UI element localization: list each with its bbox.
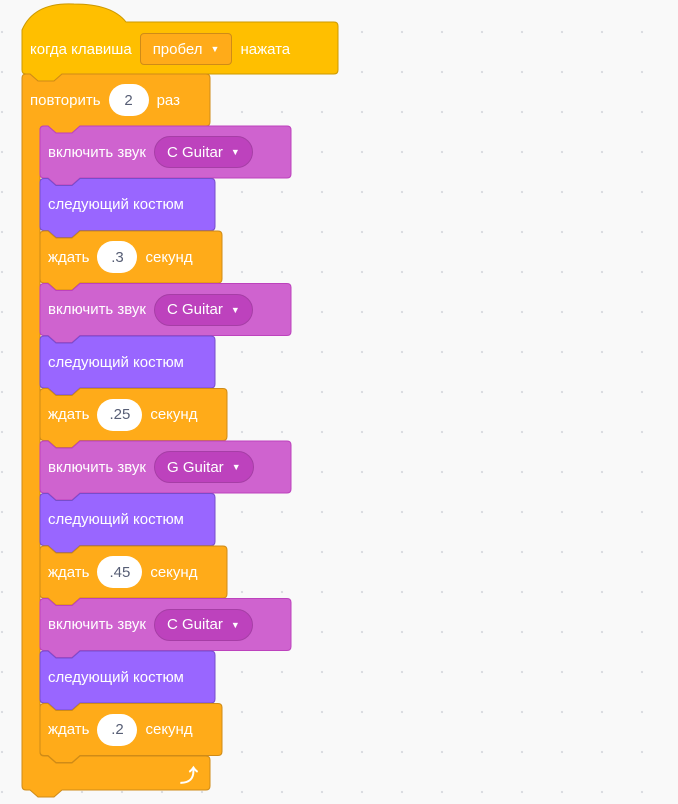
wait-label: ждать	[48, 563, 90, 581]
wait-row[interactable]: ждать .25 секунд	[48, 397, 197, 433]
wait-label: ждать	[48, 721, 90, 738]
repeat-count-input[interactable]: 2	[108, 84, 149, 116]
play-sound-label: включить звук	[48, 301, 146, 318]
loop-arrow-icon: ⤴	[180, 766, 198, 786]
play-sound-row[interactable]: включить звук C Guitar ▼	[48, 134, 261, 170]
wait-label: ждать	[48, 248, 90, 266]
wait-label: ждать	[48, 406, 90, 423]
hat-label: когда клавиша	[30, 40, 132, 58]
next-costume-row[interactable]: следующий костюм	[48, 659, 184, 695]
chevron-down-icon: ▼	[230, 304, 240, 315]
play-sound-label: включить звук	[48, 458, 146, 476]
play-sound-label: включить звук	[48, 616, 146, 633]
play-sound-row[interactable]: включить звук G Guitar ▼	[48, 449, 262, 485]
sound-dropdown-value: G Guitar	[167, 458, 224, 476]
next-costume-row[interactable]: следующий костюм	[48, 344, 184, 380]
repeat-label: повторить	[30, 91, 101, 109]
play-sound-row[interactable]: включить звук C Guitar ▼	[48, 607, 261, 643]
sound-dropdown[interactable]: C Guitar ▼	[154, 608, 253, 641]
wait-seconds-input[interactable]: .3	[97, 241, 138, 273]
next-costume-label: следующий костюм	[48, 668, 184, 686]
wait-seconds-input[interactable]: .45	[97, 556, 143, 588]
repeat-suffix: раз	[156, 91, 180, 109]
next-costume-label: следующий костюм	[48, 353, 184, 371]
key-dropdown[interactable]: пробел ▼	[139, 33, 233, 65]
seconds-label: секунд	[145, 248, 193, 266]
wait-row[interactable]: ждать .45 секунд	[48, 554, 197, 590]
next-costume-block[interactable]	[39, 335, 216, 396]
sound-dropdown[interactable]: G Guitar ▼	[154, 451, 254, 483]
hat-suffix: нажата	[240, 40, 291, 58]
chevron-down-icon: ▼	[210, 44, 220, 54]
next-costume-label: следующий костюм	[48, 196, 184, 213]
key-dropdown-value: пробел	[152, 40, 203, 58]
seconds-label: секунд	[150, 563, 198, 581]
when-key-pressed-row[interactable]: когда клавиша пробел ▼ нажата	[30, 31, 290, 67]
next-costume-block[interactable]	[39, 650, 216, 711]
next-costume-row[interactable]: следующий костюм	[48, 187, 184, 223]
next-costume-label: следующий костюм	[48, 511, 184, 528]
sound-dropdown[interactable]: C Guitar ▼	[154, 136, 253, 168]
chevron-down-icon: ▼	[230, 147, 240, 157]
sound-dropdown-value: C Guitar	[167, 143, 223, 161]
next-costume-row[interactable]: следующий костюм	[48, 502, 184, 538]
wait-row[interactable]: ждать .3 секунд	[48, 239, 193, 275]
play-sound-label: включить звук	[48, 143, 146, 161]
seconds-label: секунд	[150, 406, 198, 423]
next-costume-block[interactable]	[39, 493, 216, 553]
sound-dropdown[interactable]: C Guitar ▼	[154, 293, 253, 326]
chevron-down-icon: ▼	[231, 462, 241, 472]
seconds-label: секунд	[145, 721, 193, 738]
wait-seconds-input[interactable]: .2	[97, 713, 138, 746]
next-costume-block[interactable]	[39, 178, 216, 238]
play-sound-row[interactable]: включить звук C Guitar ▼	[48, 292, 261, 328]
wait-row[interactable]: ждать .2 секунд	[48, 712, 193, 748]
sound-dropdown-value: C Guitar	[167, 616, 223, 633]
sound-dropdown-value: C Guitar	[167, 301, 223, 318]
chevron-down-icon: ▼	[230, 619, 240, 630]
wait-seconds-input[interactable]: .25	[97, 398, 143, 431]
repeat-header-row[interactable]: повторить 2 раз	[30, 82, 180, 118]
